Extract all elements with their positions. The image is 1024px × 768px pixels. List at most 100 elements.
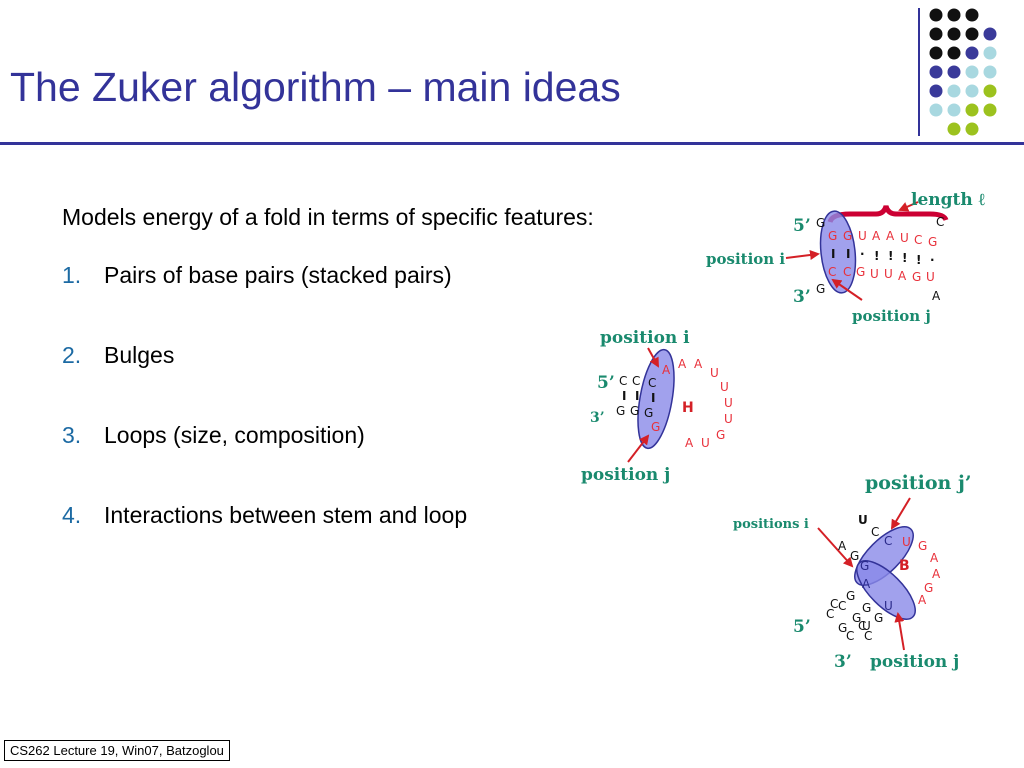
pair-ellipse [819,210,857,294]
nucleotide: G [912,270,921,284]
position-j-arrow [831,278,863,301]
position-i-label: position i [600,328,690,348]
nucleotide: G [852,611,861,625]
nucleotide: C [828,265,836,279]
nucleotide: G [850,549,859,563]
nucleotide: A [662,363,671,377]
slide-footer: CS262 Lecture 19, Win07, Batzoglou [4,740,230,761]
position-i-label: position i [706,250,785,268]
stacked-pair-diagram: length ℓ 5’ 3’ position i position j G G… [706,190,986,325]
list-text: Bulges [104,342,175,368]
nucleotide: G [716,428,725,442]
stack-bottom-strand: G C C G U U A G U A [816,265,941,303]
nucleotide: G [616,404,625,418]
nucleotide: G [846,589,855,603]
list-number: 3. [62,422,82,448]
bulge-loop-label: B [899,558,910,574]
nucleotide: G [644,406,653,420]
position-j-label: position j [581,465,670,485]
nucleotide: A [930,551,939,565]
nucleotide: C [936,215,944,229]
nucleotide: G [928,235,937,249]
nucleotide: U [724,412,733,426]
three-prime-label: 3’ [793,287,811,307]
bond: ! [888,249,893,263]
nucleotide: G [630,404,639,418]
position-i-arrow [785,250,820,260]
nucleotide: G [838,621,847,635]
nucleotide: C [884,534,892,548]
three-prime-label: 3’ [590,410,605,426]
bond: ! [902,251,907,265]
nucleotide: G [860,559,869,573]
stack-top-strand: G G G U A A U C G C [816,215,944,249]
three-prime-label: 3’ [834,652,852,672]
list-item: 2. Bulges [62,338,622,372]
nucleotide: A [685,436,694,450]
bond: I [846,247,850,261]
list-number: 1. [62,262,82,288]
nucleotide: G [862,601,871,615]
nucleotide: G [651,420,660,434]
nucleotide: U [701,436,710,450]
nucleotide: A [918,593,927,607]
length-label: length ℓ [911,190,986,210]
position-j-label: position j [870,652,959,672]
nucleotide: U [858,513,868,527]
position-i-arrow [647,347,659,368]
nucleotide: G [874,611,883,625]
list-item: 3. Loops (size, composition) [62,418,622,452]
five-prime-label: 5’ [793,216,811,236]
nucleotide: U [884,267,893,281]
bond: · [860,247,865,261]
bond: I [651,391,655,405]
hairpin-loop-label: H [682,400,694,416]
hairpin-loop-diagram: position i position j 5’ 3’ C C C I I I … [581,328,733,485]
nucleotide: A [886,229,895,243]
nucleotide: A [898,269,907,283]
nucleotide: C [858,619,866,633]
nucleotide: A [694,357,703,371]
nucleotide: G [843,229,852,243]
nucleotide: A [932,289,941,303]
slide-body: Models energy of a fold in terms of spec… [62,200,622,578]
nucleotide: C [914,233,922,247]
nucleotide: U [900,231,909,245]
nucleotide: A [872,229,881,243]
bond: ! [916,253,921,267]
list-number: 2. [62,342,82,368]
positions-i-arrow [817,527,854,568]
nucleotide: U [710,366,719,380]
stack-bonds: I I · ! ! ! ! · [831,247,935,267]
bulge-paired-bases: C G A U [860,534,893,613]
position-j-arrow [627,434,650,463]
slide-title: The Zuker algorithm – main ideas [10,64,621,110]
position-j-prime-arrow [890,497,911,530]
length-arrow [898,201,919,212]
nucleotide: U [926,270,935,284]
nucleotide: G [918,539,927,553]
intro-text: Models energy of a fold in terms of spec… [62,204,594,230]
nucleotide: U [870,267,879,281]
nucleotide: C [843,265,851,279]
nucleotide: G [816,216,825,230]
nucleotide: G [924,581,933,595]
bond: I [622,389,626,403]
list-text: Loops (size, composition) [104,422,365,448]
nucleotide: U [862,619,871,633]
nucleotide: C [826,607,834,621]
bond: I [831,247,835,261]
positions-i-label: positions i [733,517,809,532]
five-prime-label: 5’ [597,373,615,393]
nucleotide: C [871,525,879,539]
nucleotide: C [648,376,656,390]
bulge-black-strand: U C A G G C G C G U G G C C C C [826,513,883,643]
nucleotide: U [884,599,893,613]
nucleotide: C [846,629,854,643]
hairpin-stem: C C C I I I G G G [616,374,656,420]
list-number: 4. [62,502,82,528]
nucleotide: C [838,599,846,613]
nucleotide: U [902,535,911,549]
list-item: 4.Interactions between stem and loop [62,498,622,532]
